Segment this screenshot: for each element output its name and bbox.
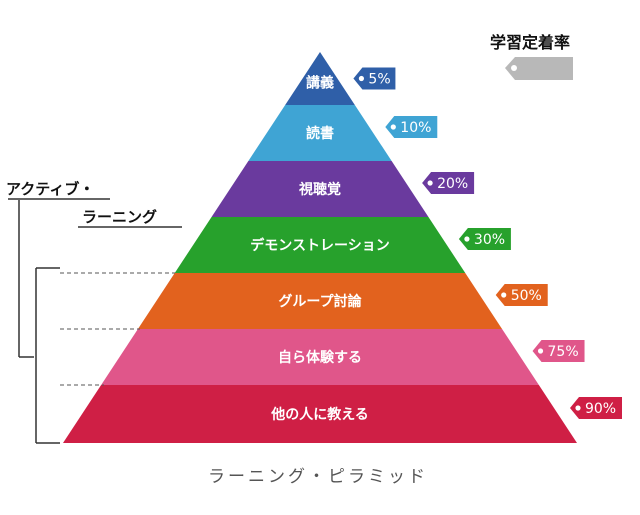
pyramid-level-label: 読書 — [306, 125, 334, 142]
rate-tag-shape — [569, 397, 622, 419]
rate-tag-shape — [458, 228, 511, 250]
rate-tag: 75% — [532, 340, 585, 362]
rate-tag-hole — [464, 236, 470, 242]
rate-tag-shape — [495, 284, 548, 306]
rate-tag-value: 75% — [548, 344, 579, 360]
legend-tag-hole — [511, 65, 517, 71]
legend-tag — [505, 57, 573, 80]
pyramid-level-label: 視聴覚 — [298, 181, 341, 198]
rate-tag-value: 50% — [511, 288, 542, 304]
rate-tag-hole — [390, 124, 396, 130]
pyramid-level-label: デモンストレーション — [250, 237, 389, 254]
pyramid-level-label: 他の人に教える — [270, 406, 369, 423]
rate-tag-shape — [385, 116, 438, 138]
rate-tag-hole — [358, 75, 365, 82]
legend-title: 学習定着率 — [490, 33, 570, 52]
pyramid-level-6 — [101, 329, 539, 385]
rate-tag-value: 5% — [368, 72, 390, 88]
side-label-line1: アクティブ・ — [6, 180, 94, 198]
rate-tag-hole — [575, 405, 581, 411]
rate-tag-shape — [422, 172, 475, 194]
pyramid-level-3 — [211, 161, 429, 217]
rate-tag-hole — [427, 180, 433, 186]
pyramid-level-label: 講義 — [306, 75, 334, 92]
pyramid-level-4 — [174, 217, 466, 273]
pyramid-level-7 — [63, 385, 577, 443]
rate-tag-value: 30% — [474, 232, 505, 248]
rate-tag: 50% — [495, 284, 548, 306]
dashed-guides — [60, 272, 175, 386]
pyramid-level-label: 自ら体験する — [278, 349, 362, 366]
rate-tag: 10% — [385, 116, 438, 138]
rate-tag-shape — [353, 67, 396, 90]
rate-tag-hole — [537, 348, 544, 354]
rate-tag: 5% — [353, 67, 396, 90]
rate-tag-value: 20% — [437, 176, 468, 192]
diagram-caption: ラーニング・ピラミッド — [208, 467, 428, 487]
legend-tag-shape — [505, 57, 573, 80]
pyramid-level-2 — [248, 105, 392, 161]
active-learning-bracket — [8, 198, 182, 444]
rate-tag: 30% — [458, 228, 511, 250]
pyramid-level-1 — [285, 52, 355, 105]
rate-tag-value: 10% — [400, 120, 431, 136]
rate-tag-shape — [532, 340, 585, 362]
rate-tag-value: 90% — [585, 401, 616, 417]
rate-tag: 90% — [569, 397, 622, 419]
side-label-line2: ラーニング — [82, 208, 157, 226]
pyramid-level-label: グループ討論 — [278, 293, 362, 310]
rate-tags: 5% 10% 20% 30% 50% 75% 90% — [353, 67, 622, 419]
rate-tag: 20% — [422, 172, 475, 194]
pyramid-level-5 — [137, 273, 503, 329]
rate-tag-hole — [501, 292, 507, 298]
